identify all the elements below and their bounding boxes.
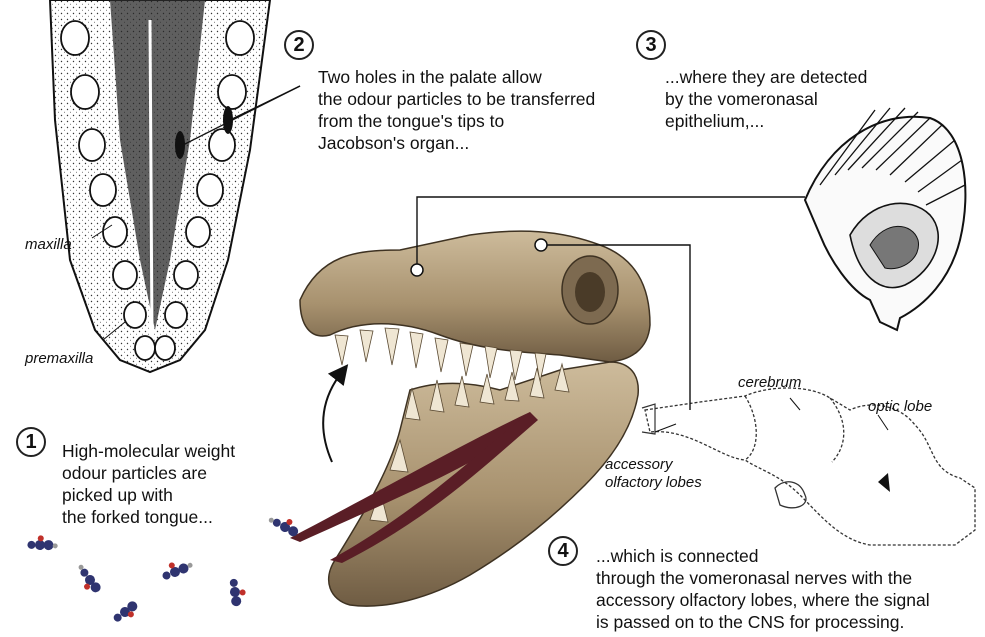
label-premaxilla: premaxilla [25, 350, 93, 368]
brain-detail [878, 473, 890, 492]
step-number-3: 3 [636, 30, 666, 60]
label-maxilla: maxilla [25, 236, 72, 254]
odour-molecules [26, 514, 301, 628]
curved-arrow [323, 372, 342, 462]
step-caption-2: Two holes in the palate allow the odour … [318, 66, 595, 154]
step-number-4: 4 [548, 536, 578, 566]
step-caption-3: ...where they are detected by the vomero… [665, 66, 867, 132]
optic-lobe-pointer [878, 415, 888, 430]
olfactory-lobe-pointer [655, 424, 676, 432]
label-accessory-olfactory-lobes: accessory olfactory lobes [605, 456, 702, 492]
step-caption-4: ...which is connected through the vomero… [596, 545, 930, 633]
palate-drawing [50, 0, 300, 372]
step-number-1: 1 [16, 427, 46, 457]
cerebrum-pointer [790, 398, 800, 410]
olfactory-bulb-outline [642, 404, 655, 434]
vomeronasal-organ-drawing [805, 108, 965, 330]
label-cerebrum: cerebrum [738, 374, 801, 392]
step-number-2: 2 [284, 30, 314, 60]
label-optic-lobe: optic lobe [868, 398, 932, 416]
step-caption-1: High-molecular weight odour particles ar… [62, 440, 235, 528]
